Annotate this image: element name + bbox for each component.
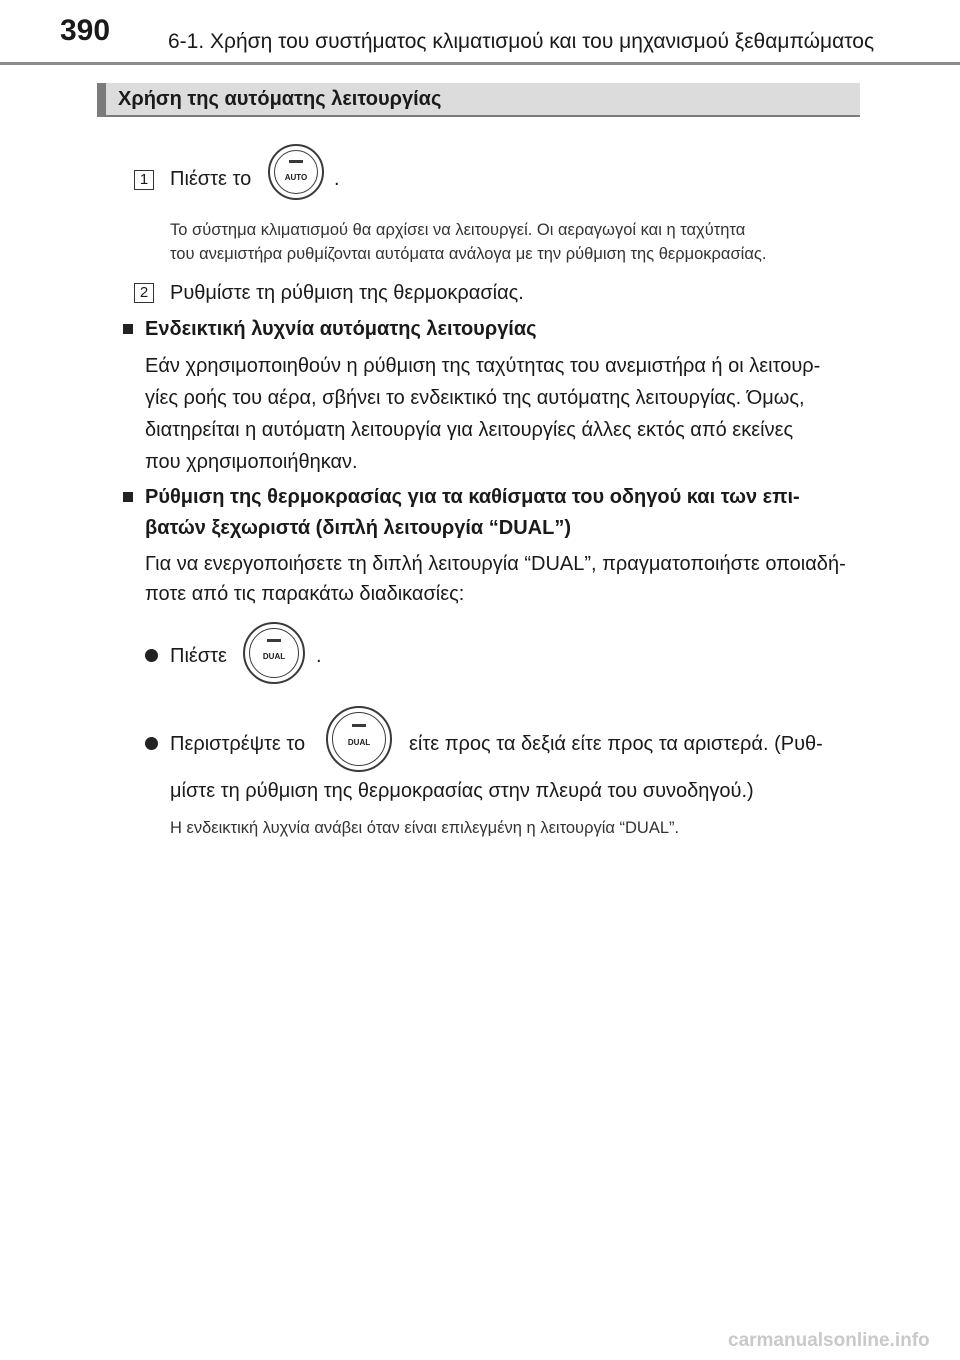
dual-heading-line-2: βατών ξεχωριστά (διπλή λειτουργία “DUAL”… <box>145 517 571 539</box>
bullet-2-text-line-2: μίστε τη ρύθμιση της θερμοκρασίας στην π… <box>170 780 754 802</box>
dual-line-1: Για να ενεργοποιήσετε τη διπλή λειτουργί… <box>145 553 846 575</box>
bullet-1-text: Πιέστε <box>170 645 227 667</box>
dual-heading-line-1: Ρύθμιση της θερμοκρασίας για τα καθίσματ… <box>145 486 800 508</box>
auto-button-label: AUTO <box>284 173 308 182</box>
section-title-bar: Χρήση της αυτόματης λειτουργίας <box>97 83 860 117</box>
header-divider <box>0 62 960 65</box>
step-1-text: Πιέστε το <box>170 168 252 190</box>
watermark: carmanualsonline.info <box>728 1330 930 1351</box>
dual-button-label: DUAL <box>262 652 286 661</box>
bullet-1-period: . <box>316 645 322 667</box>
dual-button-ring <box>249 628 299 678</box>
chapter-title: 6-1. Χρήση του συστήματος κλιματισμού κα… <box>168 30 875 53</box>
dual-dial-ring <box>332 712 386 766</box>
indicator-heading: Ενδεικτική λυχνία αυτόματης λειτουργίας <box>145 318 537 340</box>
dual-dial-icon: DUAL <box>326 706 392 772</box>
bullet-2-text-before: Περιστρέψτε το <box>170 733 306 755</box>
auto-button-icon: AUTO <box>268 144 324 200</box>
section-title: Χρήση της αυτόματης λειτουργίας <box>118 88 442 110</box>
bullet-2-text-after: είτε προς τα δεξιά είτε προς τα αριστερά… <box>409 733 823 755</box>
auto-indicator-light <box>289 160 303 163</box>
step-number-1: 1 <box>134 170 154 190</box>
auto-button-ring <box>274 150 318 194</box>
page-header: 390 6-1. Χρήση του συστήματος κλιματισμο… <box>0 0 960 65</box>
step-number-2: 2 <box>134 283 154 303</box>
dot-bullet <box>145 649 158 662</box>
indicator-line-1: Εάν χρησιμοποιηθούν η ρύθμιση της ταχύτη… <box>145 355 821 377</box>
dual-line-2: ποτε από τις παρακάτω διαδικασίες: <box>145 583 465 605</box>
dot-bullet <box>145 737 158 750</box>
dual-dial-label: DUAL <box>347 738 371 747</box>
indicator-line-4: που χρησιμοποιήθηκαν. <box>145 451 358 473</box>
dual-note: Η ενδεικτική λυχνία ανάβει όταν είναι επ… <box>170 819 680 837</box>
indicator-line-2: γίες ροής του αέρα, σβήνει το ενδεικτικό… <box>145 387 805 409</box>
dual-indicator-light <box>267 639 281 642</box>
dual-dial-indicator-light <box>352 724 366 727</box>
step-2-text: Ρυθμίστε τη ρύθμιση της θερμοκρασίας. <box>170 282 524 304</box>
step-1-period: . <box>334 168 340 190</box>
step-1-note-line-2: του ανεμιστήρα ρυθμίζονται αυτόματα ανάλ… <box>170 245 767 263</box>
square-bullet <box>123 492 133 502</box>
indicator-line-3: διατηρείται η αυτόματη λειτουργία για λε… <box>145 419 794 441</box>
dual-button-icon: DUAL <box>243 622 305 684</box>
step-1-note-line-1: Το σύστημα κλιματισμού θα αρχίσει να λει… <box>170 221 746 239</box>
page-number: 390 <box>60 14 111 47</box>
square-bullet <box>123 324 133 334</box>
